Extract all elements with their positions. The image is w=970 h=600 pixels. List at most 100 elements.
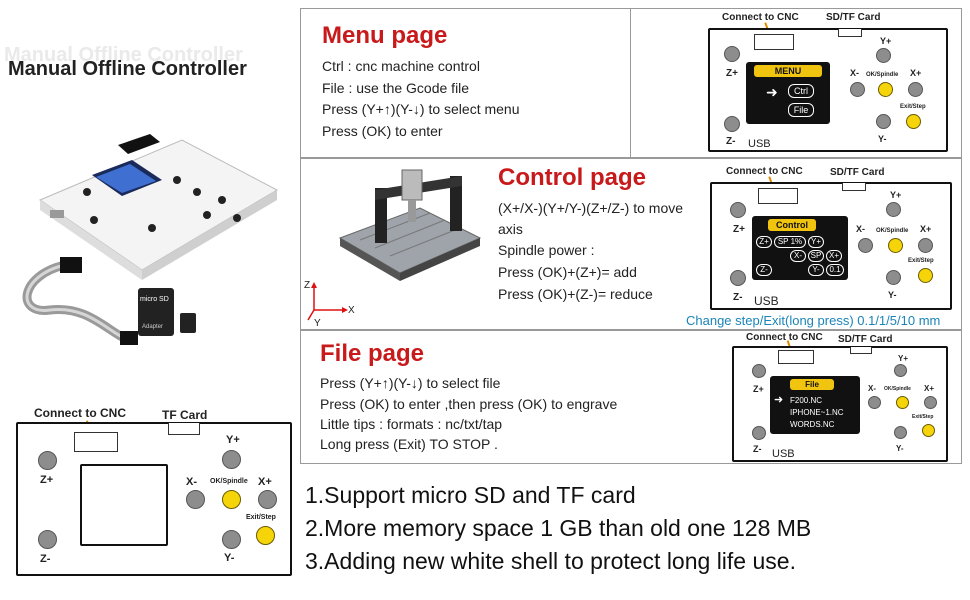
file-yminus-label: Y- [896,444,904,453]
control-xplus-label: X+ [920,224,932,234]
bl-button-zplus-top[interactable] [38,451,57,470]
menu-button-ok[interactable] [878,82,893,97]
bl-button-ok-spindle[interactable] [222,490,241,509]
file-ok-label: OK/Spindle [884,386,911,392]
file-connector-port [778,350,814,364]
menu-connect-label: Connect to CNC [722,12,799,23]
file-lcd-item-3: WORDS.NC [790,420,835,429]
bl-yplus-label: Y+ [226,434,240,446]
control-button-yminus[interactable] [886,270,901,285]
bl-tf-label: TF Card [162,408,208,422]
file-button-exit[interactable] [922,424,935,437]
menu-button-xminus[interactable] [850,82,865,97]
file-button-zplus[interactable] [752,364,766,378]
control-button-xminus[interactable] [858,238,873,253]
axis-x-label: X [348,305,355,316]
axis-z-label: Z [304,280,311,291]
menu-line-4: Press (OK) to enter [322,123,443,139]
control-line-5: Press (OK)+(Z-)= reduce [498,286,653,302]
control-button-zminus[interactable] [730,270,746,286]
bl-button-yplus[interactable] [222,450,241,469]
bl-button-exit-step[interactable] [256,526,275,545]
control-step-note: Change step/Exit(long press) 0.1/1/5/10 … [686,313,941,328]
bl-button-xminus[interactable] [186,490,205,509]
control-line-2: axis [498,221,523,237]
menu-yplus-label: Y+ [880,36,892,46]
bl-button-yminus[interactable] [222,530,241,549]
menu-button-xplus[interactable] [908,82,923,97]
sd-card-adapter-image: micro SD Adapter [138,288,174,336]
file-usb-label: USB [772,448,795,460]
file-connect-label: Connect to CNC [746,332,823,343]
bl-tf-slot [168,423,200,435]
file-xminus-label: X- [868,384,876,393]
menu-button-exit[interactable] [906,114,921,129]
file-lcd-arrow: ➜ [774,394,784,406]
control-page-title: Control page [498,164,646,191]
menu-zminus-label: Z- [726,136,736,147]
control-lcd-cell-xplus: X+ [826,250,842,262]
control-connect-label: Connect to CNC [726,166,803,177]
file-line-1: Press (Y+↑)(Y-↓) to select file [320,375,501,391]
control-button-zplus[interactable] [730,202,746,218]
control-lcd-cell-sp2: SP [808,250,824,262]
file-button-xminus[interactable] [868,396,881,409]
file-page-title: File page [320,340,425,367]
file-xplus-label: X+ [924,384,935,393]
bl-connect-label: Connect to CNC [34,406,126,420]
bl-button-zminus[interactable] [38,530,57,549]
feature-3: 3.Adding new white shell to protect long… [305,548,796,574]
control-lcd-header: Control [768,219,816,231]
control-line-4: Press (OK)+(Z+)= add [498,264,637,280]
file-button-ok[interactable] [896,396,909,409]
bl-ok-label: OK/Spindle [210,478,248,485]
control-lcd-cell-yplus: Y+ [808,236,824,248]
file-sd-slot [850,347,872,354]
menu-yminus-label: Y- [878,134,887,144]
axis-indicator [304,280,364,330]
file-exit-label: Exit/Step [912,414,934,420]
menu-lcd-item-file: File [788,103,814,117]
menu-xplus-label: X+ [910,68,922,78]
control-button-exit[interactable] [918,268,933,283]
file-yplus-label: Y+ [898,354,909,363]
control-lcd-cell-xminus: X- [790,250,806,262]
menu-sd-label: SD/TF Card [826,12,881,23]
menu-button-zminus[interactable] [724,116,740,132]
file-button-yminus[interactable] [894,426,907,439]
menu-button-zplus[interactable] [724,46,740,62]
menu-panel-divider [630,8,631,158]
feature-1: 1.Support micro SD and TF card [305,482,636,508]
menu-connector-port [754,34,794,50]
control-zplus-label: Z+ [733,224,745,235]
bl-zminus-label: Z- [40,553,51,565]
control-button-ok[interactable] [888,238,903,253]
menu-usb-label: USB [748,138,771,150]
menu-page-title: Menu page [322,22,448,49]
file-button-zminus[interactable] [752,426,766,440]
file-button-xplus[interactable] [924,396,937,409]
control-lcd-cell-sp: SP 1% [774,236,806,248]
bl-button-xplus[interactable] [258,490,277,509]
control-usb-label: USB [754,294,779,308]
bl-lcd-screen [80,464,168,546]
control-sd-slot [842,183,866,191]
file-line-3: Little tips : formats : nc/txt/tap [320,416,503,432]
control-button-yplus[interactable] [886,202,901,217]
bl-xplus-label: X+ [258,476,272,488]
menu-line-1: Ctrl : cnc machine control [322,58,480,74]
menu-line-2: File : use the Gcode file [322,80,470,96]
controller-product-image [32,130,282,280]
control-line-3: Spindle power : [498,242,595,258]
file-button-yplus[interactable] [894,364,907,377]
menu-line-3: Press (Y+↑)(Y-↓) to select menu [322,101,520,117]
micro-sd-card-image [180,313,196,333]
control-xminus-label: X- [856,224,865,234]
control-sd-label: SD/TF Card [830,167,885,178]
bl-connector-port [74,432,118,452]
menu-button-yminus[interactable] [876,114,891,129]
file-line-4: Long press (Exit) TO STOP . [320,436,498,452]
menu-button-yplus[interactable] [876,48,891,63]
file-zplus-label: Z+ [753,384,764,394]
control-button-xplus[interactable] [918,238,933,253]
